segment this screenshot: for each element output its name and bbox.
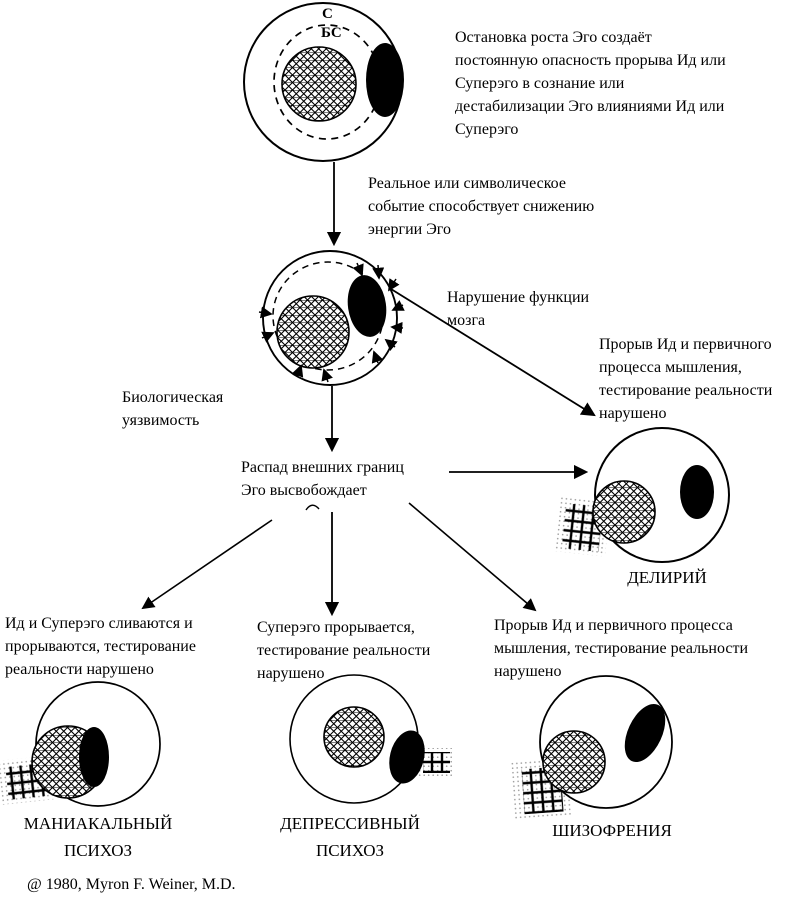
id-hatched-circle-schizo bbox=[542, 730, 606, 794]
depressive-label: ДЕПРЕССИВНЫЙ ПСИХОЗ bbox=[280, 814, 420, 860]
arrow-to-schizophrenia bbox=[408, 502, 537, 612]
arrow-to-manic bbox=[141, 519, 273, 610]
note-depressive-breakthrough: Суперэго прорывается, тестирование реаль… bbox=[257, 619, 431, 682]
id-hatched-circle-depressive bbox=[323, 706, 385, 768]
arrow-to-delirium-note bbox=[390, 288, 596, 417]
schizophrenia-diagram bbox=[511, 675, 673, 820]
note-manic-breakthrough: Ид и Суперэго сливаются и прорываются, т… bbox=[5, 615, 196, 678]
preconscious-label: БС bbox=[321, 25, 342, 41]
destabilized-ego-diagram bbox=[258, 250, 405, 386]
delirium-label: ДЕЛИРИЙ bbox=[627, 568, 707, 587]
superego-ellipse-depressive bbox=[389, 730, 425, 784]
ego-boundary-circle-delirium bbox=[594, 427, 730, 563]
note-boundary-breakdown: Распад внешних границ Эго высвобождает bbox=[241, 459, 404, 499]
healthy-ego-diagram bbox=[243, 2, 404, 162]
note-brain-dysfunction: Нарушение функции мозга bbox=[447, 289, 590, 329]
manic-label: МАНИАКАЛЬНЫЙ ПСИХОЗ bbox=[23, 814, 173, 860]
note-biological-vulnerability: Биологическая уязвимость bbox=[122, 389, 224, 429]
id-hatched-circle bbox=[281, 46, 357, 122]
superego-ellipse-manic bbox=[79, 727, 109, 787]
ego-boundary-circle-schizo bbox=[539, 675, 673, 809]
superego-ellipse-2 bbox=[347, 275, 387, 337]
depressive-diagram bbox=[289, 674, 452, 804]
schizophrenia-label: ШИЗОФРЕНИЯ bbox=[552, 821, 672, 840]
superego-ellipse-schizo bbox=[624, 704, 666, 762]
id-hatched-circle-delirium bbox=[592, 480, 656, 544]
stray-mark bbox=[305, 504, 320, 511]
superego-ellipse-delirium bbox=[680, 465, 714, 519]
superego-leak-grid-depressive bbox=[423, 752, 450, 773]
manic-diagram bbox=[0, 681, 161, 807]
copyright-note: @ 1980, Myron F. Weiner, M.D. bbox=[27, 876, 236, 893]
delirium-diagram bbox=[555, 427, 730, 563]
id-hatched-circle-2 bbox=[276, 295, 350, 369]
superego-ellipse bbox=[366, 43, 404, 117]
note-triggering-event: Реальное или символическое событие спосо… bbox=[368, 175, 595, 238]
conscious-label: С bbox=[322, 6, 333, 22]
note-delirium-breakthrough: Прорыв Ид и первичного процесса мышления… bbox=[599, 336, 773, 422]
pressure-arrows bbox=[258, 262, 405, 383]
note-ego-arrest: Остановка роста Эго создаёт постоянную о… bbox=[455, 29, 726, 138]
note-schizophrenia-breakthrough: Прорыв Ид и первичного процесса мышления… bbox=[494, 617, 749, 680]
